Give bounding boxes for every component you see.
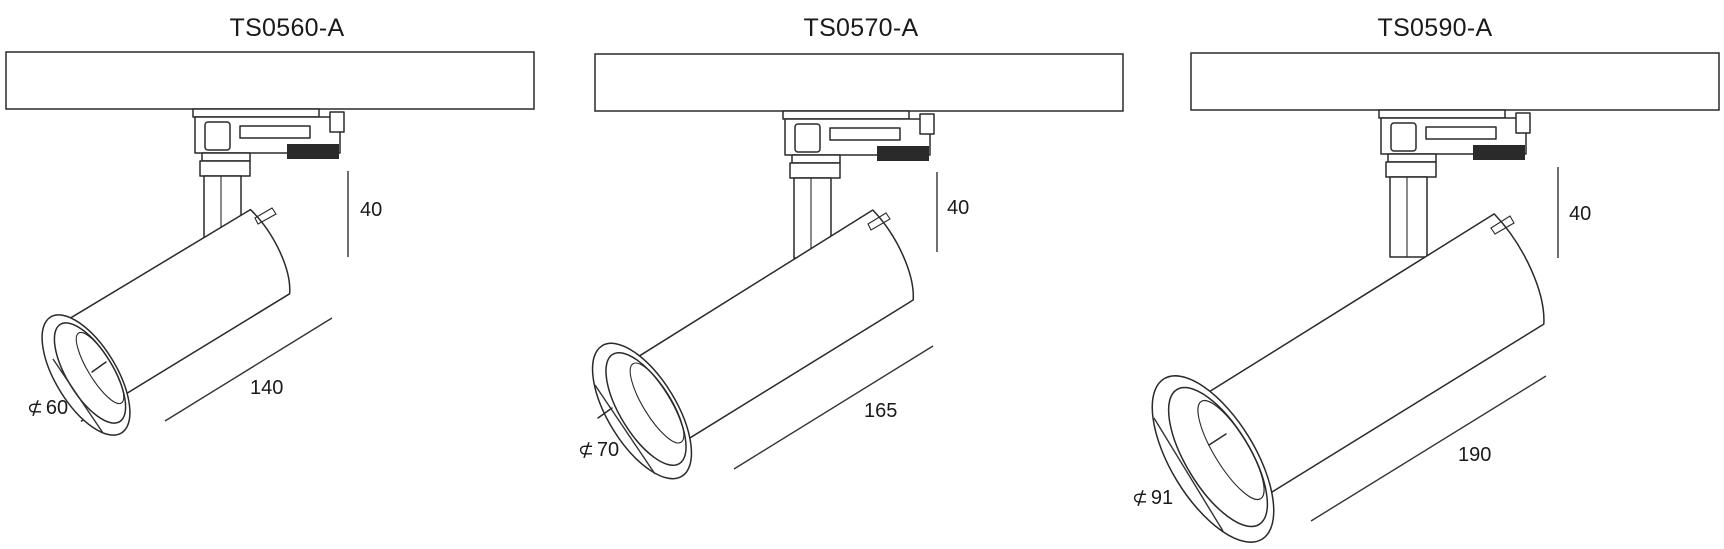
diameter-dim-line bbox=[594, 384, 656, 475]
diameter-label: ⊄70 bbox=[578, 439, 619, 462]
length-label: 165 bbox=[864, 400, 898, 422]
model-title: TS0560-A bbox=[229, 14, 345, 42]
spotlight-svg-ts0570 bbox=[591, 53, 1124, 480]
diameter-value: 60 bbox=[45, 397, 69, 419]
track-adapter bbox=[1378, 109, 1531, 258]
track-rail bbox=[594, 53, 1124, 112]
diameter-value: 91 bbox=[1150, 487, 1174, 509]
track-adapter bbox=[782, 110, 935, 259]
adapter-height-label: 40 bbox=[1569, 203, 1592, 225]
spotlight-svg-ts0560 bbox=[5, 51, 535, 436]
model-title: TS0590-A bbox=[1377, 14, 1493, 42]
diameter-symbol: ⊄ bbox=[27, 397, 43, 419]
length-label: 140 bbox=[250, 377, 284, 399]
length-label: 190 bbox=[1458, 444, 1492, 466]
length-dim-line bbox=[164, 317, 333, 422]
spotlight-svg-ts0590 bbox=[1151, 52, 1720, 543]
model-title: TS0570-A bbox=[803, 14, 919, 42]
diameter-value: 70 bbox=[596, 439, 620, 461]
diameter-symbol: ⊄ bbox=[578, 439, 594, 461]
diameter-dim-line bbox=[1153, 417, 1224, 532]
length-dim-line bbox=[733, 345, 934, 470]
track-rail bbox=[5, 51, 535, 110]
diameter-label: ⊄91 bbox=[1132, 487, 1173, 510]
length-dim-line bbox=[1310, 375, 1547, 522]
track-rail bbox=[1190, 52, 1720, 111]
diameter-dim-line bbox=[52, 358, 104, 434]
lamp-body bbox=[1151, 213, 1545, 543]
lamp-body bbox=[591, 209, 915, 480]
diameter-symbol: ⊄ bbox=[1132, 487, 1148, 509]
diameter-label: ⊄60 bbox=[27, 397, 68, 420]
adapter-height-label: 40 bbox=[360, 199, 383, 221]
adapter-height-label: 40 bbox=[947, 197, 970, 219]
spotlight-drawing-ts0590: TS0590-A 40 190 ⊄91 bbox=[1132, 0, 1722, 549]
lamp-body bbox=[41, 207, 291, 436]
spotlight-drawing-ts0570: TS0570-A 40 165 ⊄70 bbox=[574, 0, 1148, 549]
spotlight-drawing-ts0560: TS0560-A 40 140 ⊄60 bbox=[0, 0, 574, 549]
